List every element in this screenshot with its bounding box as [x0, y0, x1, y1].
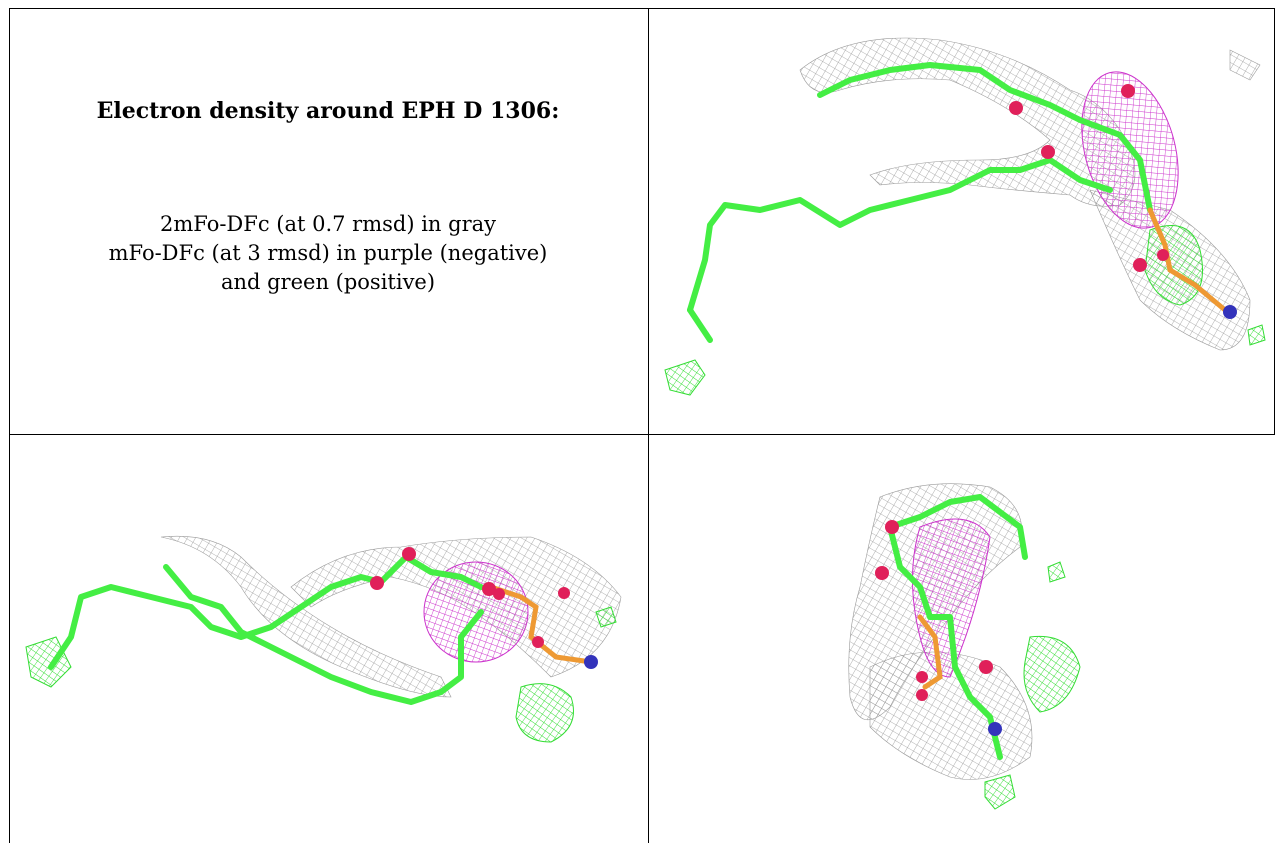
legend-line-3: and green (positive): [220, 270, 436, 294]
oxygen-atom: [482, 582, 496, 596]
oxygen-atom: [1133, 258, 1147, 272]
nitrogen-atom: [988, 722, 1002, 736]
ligand-chain-lower: [163, 564, 484, 705]
legend-line-1: 2mFo-DFc (at 0.7 rmsd) in gray: [160, 212, 496, 236]
oxygen-atom: [532, 636, 544, 648]
middle-vertical-border: [648, 8, 649, 843]
ligand-chain-lower: [687, 157, 1113, 313]
density-image-1: [664, 37, 1266, 396]
oxygen-atom: [875, 566, 889, 580]
ligand-headgroup: [1147, 207, 1228, 313]
ligand-headgroup: [917, 614, 943, 690]
density-image-3: [848, 483, 1081, 810]
oxygen-atom: [1121, 84, 1135, 98]
ligand-chain-lower: [887, 524, 1003, 760]
map-positive-fragment-2: [1047, 561, 1066, 583]
map-positive-blob: [515, 683, 574, 743]
middle-horizontal-border: [9, 434, 1275, 435]
ligand-chain-upper: [817, 62, 1153, 213]
ligand-chain-upper: [887, 494, 1028, 560]
oxygen-atom: [916, 671, 928, 683]
map-positive-fragment: [984, 774, 1016, 810]
oxygen-atom: [558, 587, 570, 599]
nitrogen-atom: [584, 655, 598, 669]
outer-left-border: [9, 8, 10, 843]
map-positive-blob: [1023, 635, 1081, 713]
oxygen-atom: [370, 576, 384, 590]
outer-top-border: [9, 8, 1275, 9]
figure-legend: 2mFo-DFc (at 0.7 rmsd) in gray mFo-DFc (…: [10, 210, 646, 297]
oxygen-atom: [979, 660, 993, 674]
nitrogen-atom: [1223, 305, 1237, 319]
oxygen-atom: [1009, 101, 1023, 115]
map-positive-fragment-2: [1247, 324, 1266, 346]
ligand-chain-tail: [687, 307, 713, 343]
ligand-chain-upper: [48, 554, 484, 670]
oxygen-atom: [1041, 145, 1055, 159]
ligand-headgroup: [488, 584, 594, 665]
density-view-2: [11, 437, 647, 841]
oxygen-atom: [402, 547, 416, 561]
density-view-3: [650, 437, 1272, 841]
map-negative-blob: [423, 561, 529, 663]
caption-cell: Electron density around EPH D 1306: 2mFo…: [10, 10, 646, 426]
oxygen-atom: [916, 689, 928, 701]
oxygen-atom: [885, 520, 899, 534]
figure-title: Electron density around EPH D 1306:: [96, 98, 560, 124]
oxygen-atom: [1157, 249, 1169, 261]
map-2fofc-fragment: [1229, 49, 1261, 81]
oxygen-atom: [493, 588, 505, 600]
map-positive-fragment: [664, 359, 706, 396]
map-positive-fragment-2: [595, 606, 617, 628]
legend-line-2: mFo-DFc (at 3 rmsd) in purple (negative): [108, 241, 548, 265]
density-image-2: [25, 535, 622, 743]
density-view-1: [650, 10, 1272, 432]
